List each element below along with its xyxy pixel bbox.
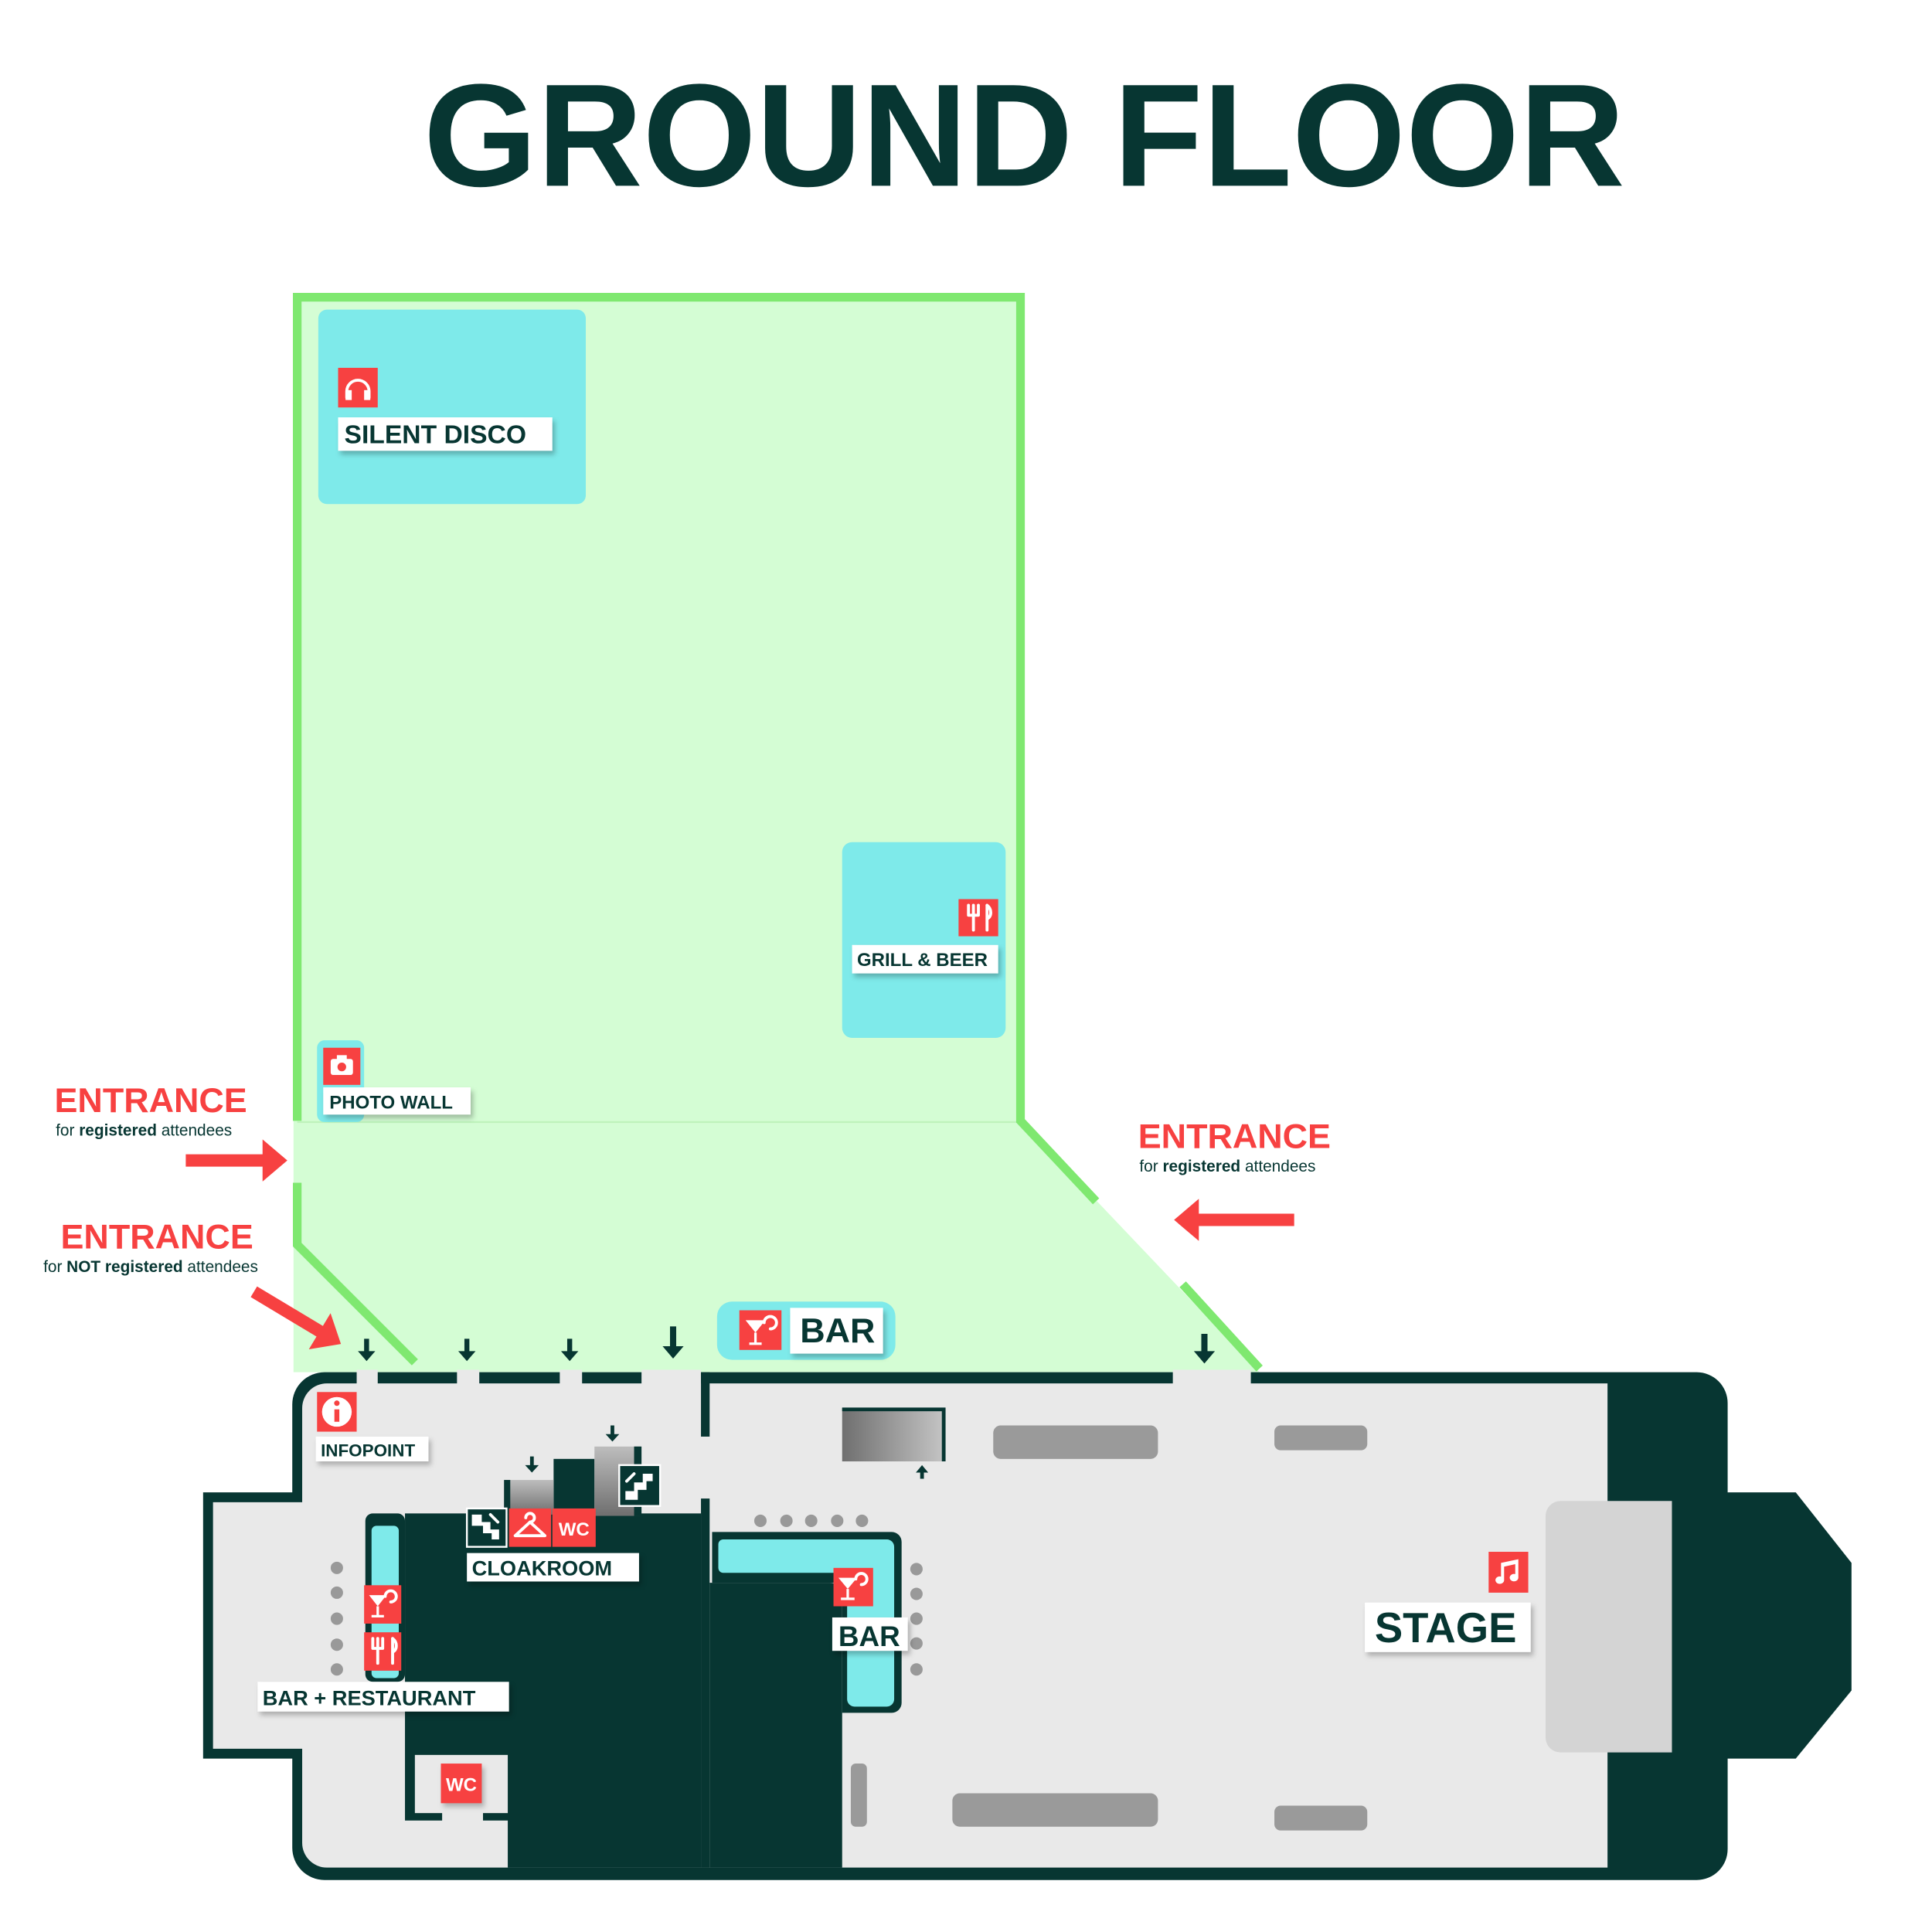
stairs-icon [618, 1464, 662, 1507]
hanger-icon [509, 1508, 552, 1547]
cocktail-icon [364, 1585, 402, 1624]
arrow-down-icon [457, 1338, 476, 1362]
camera-icon [323, 1047, 361, 1085]
arrow-down-icon [662, 1326, 684, 1359]
page-title: GROUND FLOOR [423, 54, 1625, 217]
arrow-up-icon [916, 1464, 929, 1479]
arrow-down-icon [1193, 1333, 1216, 1364]
arrow-down-icon [560, 1338, 579, 1362]
info-icon [317, 1392, 357, 1432]
cocktail-icon [739, 1310, 782, 1350]
cutlery-icon [958, 899, 998, 937]
outdoor-bar-label: BAR [800, 1311, 875, 1350]
arrow-down-icon [358, 1338, 376, 1362]
entrance-subtitle: for registered attendees [56, 1122, 232, 1140]
silent-disco-label: SILENT DISCO [345, 421, 527, 450]
entrance-title: ENTRANCE [55, 1080, 247, 1120]
back-of-house [405, 1513, 702, 1868]
stairs-down-icon [465, 1507, 508, 1548]
entrance-arrow-icon [250, 1286, 342, 1350]
zone-border [293, 1182, 418, 1366]
wc-text: WC [446, 1774, 477, 1795]
tables [850, 1425, 1368, 1831]
outdoor-area: SILENT DISCO GRILL & BEER PHOTO WALL BAR [293, 293, 1263, 1372]
entrance-right-registered: ENTRANCE for registered attendees [1138, 1117, 1331, 1241]
stage-label: STAGE [1375, 1604, 1517, 1651]
bar-restaurant-label: BAR + RESTAURANT [263, 1686, 476, 1710]
entrance-subtitle: for registered attendees [1139, 1158, 1315, 1175]
bar-stools [330, 1514, 923, 1676]
wc-icon: WC [440, 1764, 482, 1804]
wc-icon: WC [552, 1508, 596, 1547]
entrance-left-registered: ENTRANCE for registered attendees [55, 1080, 287, 1182]
cloakroom-label: CLOAKROOM [472, 1556, 613, 1580]
silent-disco-area [318, 309, 587, 505]
building [202, 1369, 1852, 1880]
music-note-icon [1488, 1552, 1529, 1593]
zone-border [1179, 1281, 1263, 1372]
headphones-icon [338, 367, 378, 408]
grill-beer-label: GRILL & BEER [857, 950, 988, 971]
entrance-title: ENTRANCE [1138, 1117, 1331, 1156]
entrance-arrow-icon [185, 1139, 287, 1182]
cutlery-icon [364, 1632, 402, 1671]
infopoint-label: INFOPOINT [321, 1441, 415, 1461]
entrance-arrow-icon [1174, 1199, 1294, 1241]
grill-beer-area [842, 842, 1006, 1038]
zone-border [293, 293, 1100, 1205]
entrance-left-not-registered: ENTRANCE for NOT registered attendees [43, 1216, 342, 1350]
cocktail-icon [833, 1567, 873, 1607]
stairs-up [842, 1408, 944, 1462]
arrow-down-icon [525, 1425, 620, 1473]
wc-text: WC [559, 1519, 590, 1540]
door-arrows [358, 1326, 1216, 1364]
bar-label: BAR [838, 1621, 900, 1652]
entrance-title: ENTRANCE [61, 1216, 253, 1256]
entrance-subtitle: for NOT registered attendees [43, 1258, 258, 1276]
photo-wall-label: PHOTO WALL [329, 1092, 453, 1113]
stage-platform [1546, 1501, 1672, 1753]
